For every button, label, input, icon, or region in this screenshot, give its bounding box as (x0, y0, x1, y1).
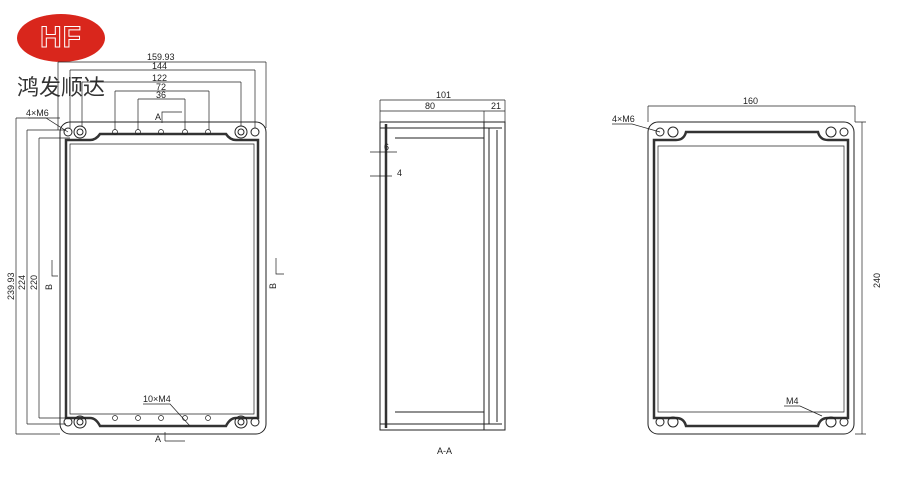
section-caption: A-A (437, 446, 452, 456)
hole-mark (158, 129, 164, 135)
hole-mark (182, 415, 188, 421)
hole-mark (839, 417, 849, 427)
mounting-holes (63, 125, 260, 429)
hole-mark (655, 417, 665, 427)
drawing-line (275, 258, 284, 275)
drawing-line (164, 432, 185, 442)
brand-name: 鸿发顺达 (17, 75, 106, 100)
hole-mark (839, 127, 849, 137)
hole-mark (825, 126, 837, 138)
dim-21: 21 (491, 101, 501, 111)
hole-mark (234, 415, 248, 429)
hole-mark (234, 125, 248, 139)
drawing-line (28, 117, 69, 133)
back-view: 160 240 4×M6 M4 (612, 96, 882, 435)
note-m4: M4 (786, 396, 799, 406)
hole-mark (63, 127, 73, 137)
screw-holes (112, 129, 211, 421)
dim-224: 224 (17, 275, 27, 290)
dim-220: 220 (29, 275, 39, 290)
dim-101: 101 (436, 90, 451, 100)
dim-122: 122 (152, 73, 167, 83)
section-a-bottom: A (155, 434, 161, 444)
dim-4: 4 (397, 168, 402, 178)
dim-80: 80 (425, 101, 435, 111)
hole-mark (667, 126, 679, 138)
hole-mark (250, 127, 260, 137)
drawing-line (64, 132, 260, 428)
hole-mark (250, 417, 260, 427)
drawing-line (51, 260, 58, 277)
hf-logo: HF (17, 14, 105, 62)
dim-239-93: 239.93 (6, 272, 16, 300)
hole-mark (73, 415, 87, 429)
hole-mark (158, 415, 164, 421)
hole-mark (237, 128, 245, 136)
drawing-line (370, 151, 397, 177)
section-a-top: A (155, 112, 161, 122)
drawing-line (57, 61, 267, 130)
drawing-line (161, 111, 182, 123)
note-4xm6: 4×M6 (26, 108, 49, 118)
hole-mark (205, 129, 211, 135)
drawing-line (69, 143, 255, 415)
note-4xm6-back: 4×M6 (612, 114, 635, 124)
section-b-right: B (268, 283, 278, 289)
dim-160: 160 (743, 96, 758, 106)
drawing-line (380, 122, 502, 430)
hole-mark (237, 418, 245, 426)
dim-36: 36 (156, 90, 166, 100)
side-section-view: 101 80 21 6 4 A-A (370, 90, 506, 456)
drawing-line (143, 403, 191, 427)
drawing-line (612, 105, 866, 435)
drawing-line (657, 145, 845, 413)
front-view: 159.93 144 122 72 36 A A 239.93 224 220 … (6, 52, 284, 444)
drawing-line (59, 121, 267, 435)
hole-mark (205, 415, 211, 421)
section-b-left: B (44, 284, 54, 290)
dim-159-93: 159.93 (147, 52, 175, 62)
hole-mark (655, 127, 665, 137)
hole-mark (667, 416, 679, 428)
hole-mark (112, 415, 118, 421)
drawing-line (647, 121, 855, 435)
hole-mark (76, 418, 84, 426)
note-10xm4: 10×M4 (143, 394, 171, 404)
drawing-line (652, 130, 850, 428)
dim-240: 240 (872, 273, 882, 288)
drawing-line (379, 121, 506, 431)
drawing-line (379, 99, 506, 122)
dim-6: 6 (384, 142, 389, 152)
hole-mark (76, 128, 84, 136)
hole-mark (73, 125, 87, 139)
hole-mark (825, 416, 837, 428)
hole-mark (135, 415, 141, 421)
dim-72: 72 (156, 82, 166, 92)
dim-144: 144 (152, 61, 167, 71)
